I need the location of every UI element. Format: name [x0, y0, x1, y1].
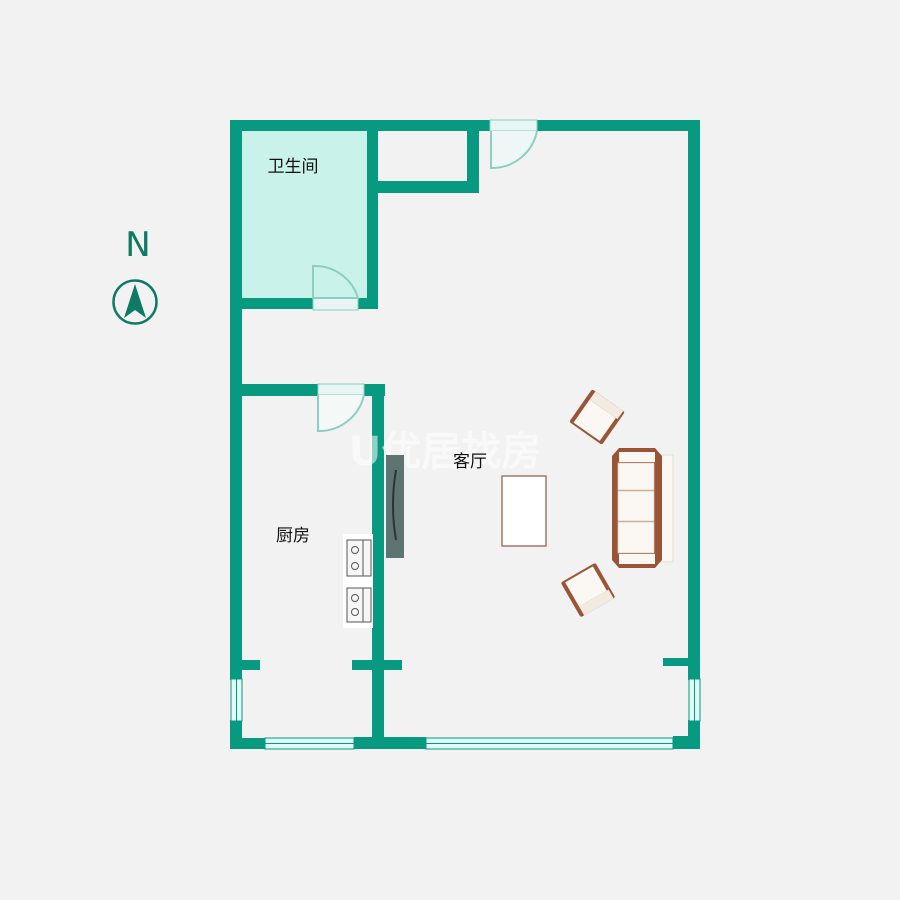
- room-label-kitchen: 厨房: [276, 526, 310, 546]
- window-living-bottom: [425, 737, 674, 750]
- north-label: N: [125, 225, 150, 265]
- doors: [312, 119, 538, 433]
- window-left: [230, 678, 243, 722]
- sofa-icon: [612, 448, 674, 568]
- stove-icon: [343, 582, 373, 628]
- kitchen-door: [317, 383, 365, 433]
- windows: [230, 678, 701, 750]
- room-label-bathroom: 卫生间: [268, 157, 319, 177]
- bathroom-floor: [240, 130, 373, 300]
- compass: N: [112, 225, 158, 325]
- walls: [230, 120, 700, 749]
- room-label-living-room: 客厅: [453, 452, 487, 472]
- stove-icon: [343, 534, 373, 582]
- entrance-door: [489, 119, 538, 170]
- window-kitchen-bottom: [264, 737, 355, 750]
- armchair-icon: [561, 563, 615, 617]
- window-right: [688, 678, 701, 722]
- bathroom-door: [312, 264, 360, 311]
- armchair-icon: [569, 389, 625, 445]
- tv-cabinet-icon: [386, 455, 404, 558]
- coffee-table-icon: [501, 475, 547, 547]
- watermark: U优居找房: [349, 429, 541, 475]
- north-arrow-icon: [112, 279, 158, 325]
